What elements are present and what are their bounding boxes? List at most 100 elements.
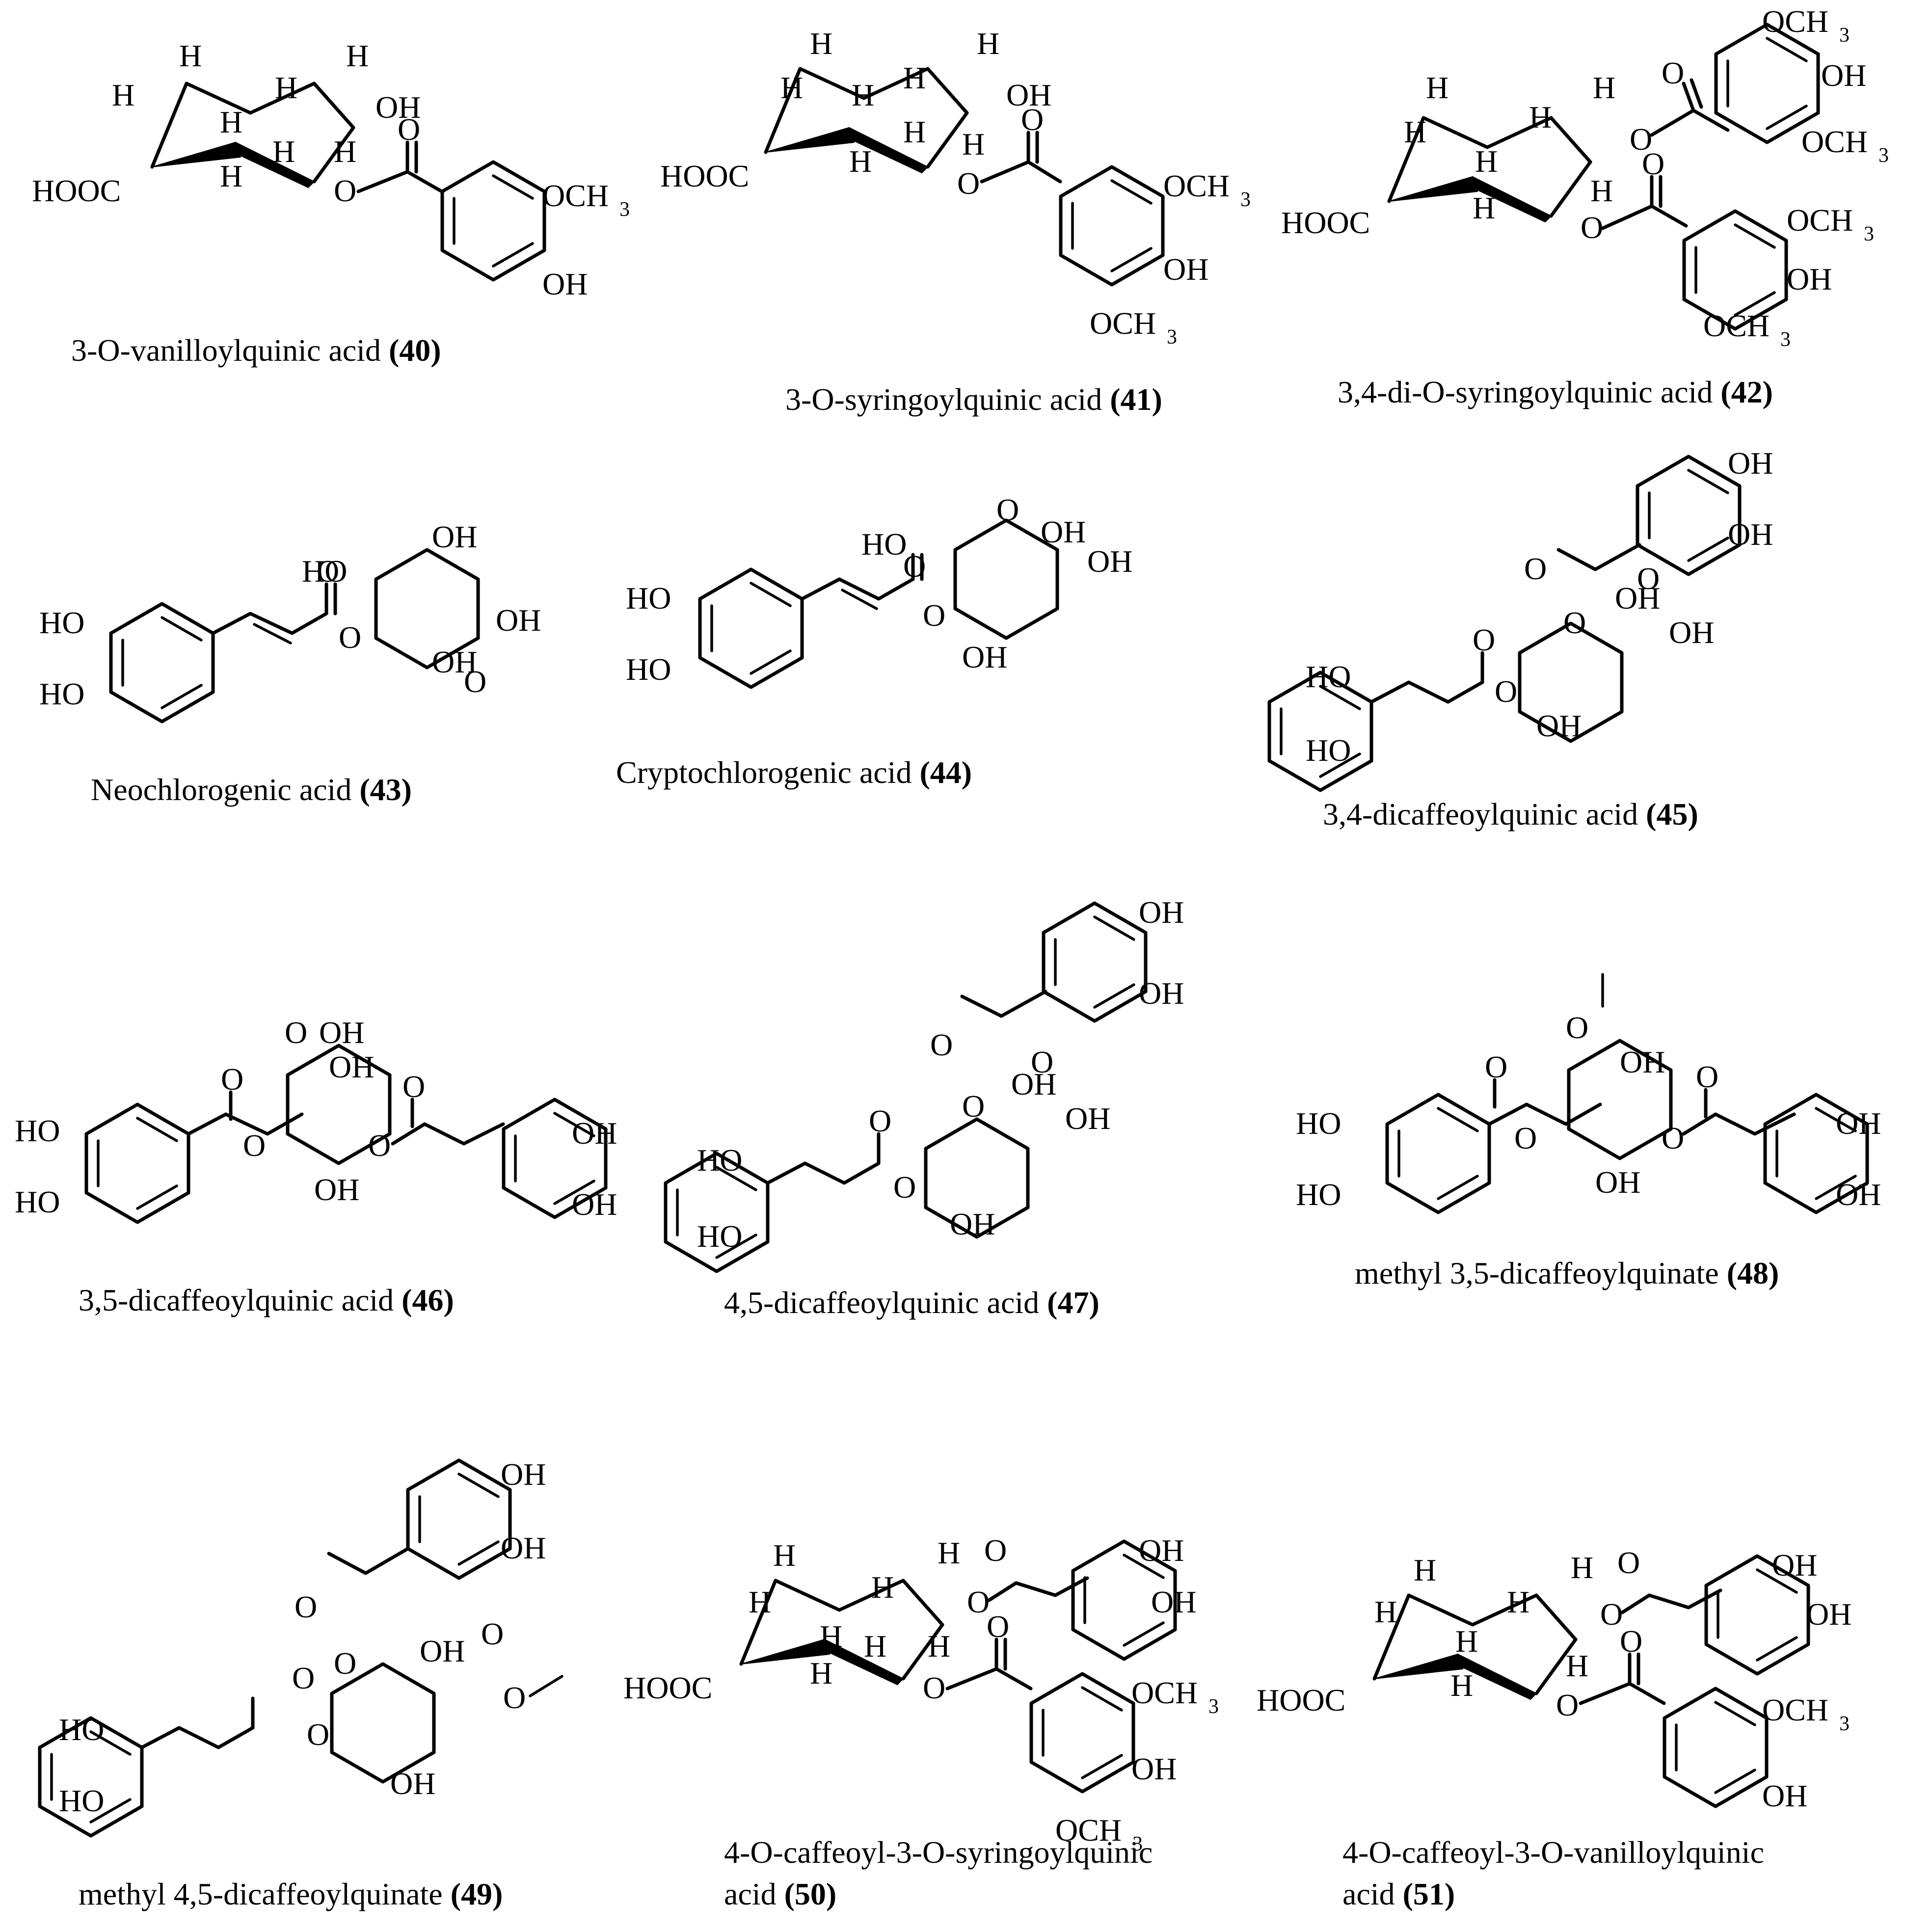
atom-label: OH [432, 644, 477, 679]
atom-label: HO [39, 676, 84, 711]
atom-label: OH [1595, 1165, 1640, 1200]
structure-40: H H H H OH H H H H HOOC O O OCH 3 OH 3-O… [32, 38, 630, 368]
atom-label: 3 [1240, 188, 1251, 211]
atom-label: OH [542, 267, 588, 301]
atom-label: 3 [1878, 144, 1889, 167]
structure-45: OH OH O O HO HO O O OH OH O OH 3,4-dicaf… [1269, 446, 1773, 832]
atom-label: O [1630, 122, 1652, 157]
atom-label: HO [626, 652, 671, 687]
atom-label: H [871, 1570, 894, 1605]
atom-label: H [810, 26, 832, 61]
atom-label: HOOC [1257, 1683, 1345, 1717]
structure-46: HO HO O O O OH OH OH O O OH OH 3,5-dicaf… [15, 1015, 617, 1317]
caption-46: 3,5-dicaffeoylquinic acid (46) [79, 1283, 454, 1317]
atom-label: OCH [1055, 1813, 1122, 1848]
atom-label: H [272, 134, 295, 169]
caption-50-line1: 4-O-caffeoyl-3-O-syringoylquinic [724, 1835, 1153, 1870]
atom-label: HO [697, 1219, 742, 1254]
atom-label: 3 [1864, 223, 1874, 245]
atom-label: OH [501, 1457, 546, 1492]
atom-label: O [368, 1128, 391, 1163]
atom-label: OCH [1787, 203, 1853, 238]
atom-label: OH [1669, 615, 1714, 650]
atom-label: OH [501, 1530, 546, 1565]
caption-51-line2: acid (51) [1342, 1877, 1455, 1911]
atom-label: OH [572, 1116, 617, 1151]
atom-label: HO [15, 1184, 60, 1219]
atom-label: 3 [1780, 328, 1791, 351]
atom-label: OH [1006, 78, 1051, 112]
atom-label: OH [1163, 252, 1208, 287]
atom-label: O [398, 112, 420, 147]
atom-label: OH [314, 1172, 359, 1207]
atom-label: O [923, 1670, 945, 1705]
structure-48: HO HO O O O OH OH O O OH OH methyl 3,5-d… [1296, 973, 1881, 1290]
atom-label: O [1563, 605, 1586, 640]
atom-label: O [1514, 1121, 1537, 1155]
atom-label: HO [861, 527, 907, 562]
atom-label: HO [15, 1113, 60, 1148]
atom-label: O [930, 1027, 953, 1062]
structure-47: OH OH O O HO HO O O OH OH O OH 4,5-dicaf… [666, 895, 1184, 1320]
atom-label: O [984, 1533, 1007, 1568]
atom-label: 3 [1208, 1695, 1219, 1718]
atom-label: OH [329, 1049, 374, 1084]
atom-label: O [1556, 1688, 1579, 1722]
atom-label: OH [1139, 1533, 1184, 1568]
atom-label: H [780, 70, 803, 105]
atom-label: O [1021, 102, 1044, 137]
structure-50: H H H H H H H H O O OH OH HOOC O O OCH 3… [623, 1533, 1219, 1911]
atom-label: OH [1087, 544, 1132, 579]
atom-label: 3 [619, 198, 630, 221]
atom-label: H [1473, 190, 1495, 225]
structure-44: HO HO O O HO OH OH O OH Cryptochlorogeni… [616, 492, 1132, 790]
atom-label: OH [1041, 514, 1086, 549]
atom-label: H [810, 1656, 832, 1690]
atom-label: H [1450, 1668, 1473, 1703]
atom-label: H [1593, 70, 1615, 105]
atom-label: O [962, 1089, 985, 1124]
structure-42: H H H H H H H O O OCH 3 OH OCH 3 HOOC O … [1281, 4, 1889, 409]
caption-42: 3,4-di-O-syringoylquinic acid (42) [1338, 375, 1773, 409]
atom-label: OH [1728, 446, 1773, 481]
atom-label: HO [1306, 659, 1351, 694]
atom-label: 3 [1167, 326, 1177, 349]
atom-label: 3 [1839, 24, 1850, 47]
atom-label: OH [1821, 58, 1866, 93]
atom-label: O [996, 492, 1019, 527]
atom-label: O [967, 1584, 990, 1619]
atom-label: OH [1065, 1101, 1110, 1136]
atom-label: O [1566, 1010, 1588, 1045]
atom-label: H [1507, 1584, 1529, 1619]
atom-label: OH [432, 519, 477, 554]
atom-label: OH [390, 1766, 435, 1801]
atom-label: OH [1131, 1751, 1177, 1786]
atom-label: H [275, 70, 297, 105]
atom-label: O [1642, 146, 1664, 181]
atom-label: H [1566, 1648, 1588, 1683]
atom-label: H [112, 78, 134, 112]
atom-label: H [179, 38, 202, 73]
atom-label: O [481, 1616, 504, 1651]
atom-label: OH [1620, 1045, 1665, 1079]
atom-label: O [285, 1015, 307, 1050]
caption-49: methyl 4,5-dicaffeoylquinate (49) [79, 1877, 503, 1911]
atom-label: O [339, 620, 361, 655]
atom-label: H [1475, 144, 1498, 179]
atom-label: H [346, 38, 369, 73]
atom-label: O [1637, 561, 1660, 596]
atom-label: OH [1139, 895, 1184, 930]
atom-label: HO [59, 1783, 104, 1818]
atom-label: O [1485, 1049, 1507, 1084]
atom-label: O [1473, 622, 1495, 657]
atom-label: HO [1296, 1106, 1341, 1141]
atom-label: H [903, 60, 926, 95]
structure-49: OH OH O O HO HO O O OH O O OH methyl 4,5… [40, 1457, 563, 1911]
caption-50-line2: acid (50) [724, 1877, 836, 1911]
atom-label: O [334, 1646, 356, 1681]
atom-label: O [957, 166, 980, 201]
atom-label: 3 [1132, 1833, 1143, 1855]
atom-label: O [1495, 674, 1517, 709]
atom-label: H [773, 1538, 796, 1573]
